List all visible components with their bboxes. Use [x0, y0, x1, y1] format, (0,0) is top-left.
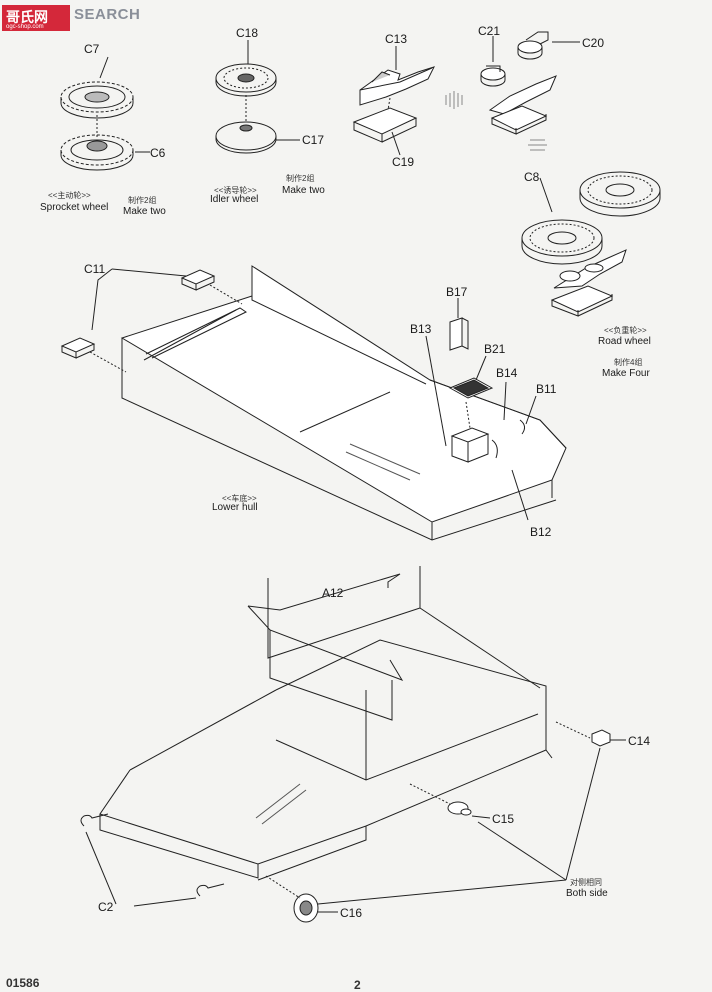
- sprocket-caption-en: Sprocket wheel: [40, 202, 109, 213]
- part-c15: [447, 801, 472, 816]
- lower-hull-bottom: [99, 566, 553, 881]
- part-label-c18: C18: [236, 26, 259, 40]
- hull-caption-cn: <<车底>>: [222, 494, 257, 503]
- part-label-b12: B12: [530, 525, 552, 539]
- part-label-b14: B14: [496, 366, 518, 380]
- idler-wheel-c17: [215, 121, 277, 154]
- part-c2-hooks: [80, 813, 225, 897]
- sprocket-wheel-c6: [60, 134, 134, 171]
- both-side-cn: 对侧相同: [570, 878, 602, 887]
- road-wheel-outer: [579, 171, 661, 217]
- road-caption-cn: <<负重轮>>: [604, 326, 647, 335]
- road-wheel-c8: [521, 219, 603, 265]
- part-c14: [591, 729, 611, 747]
- part-label-b13: B13: [410, 322, 432, 336]
- logo-word: SEARCH: [74, 6, 141, 23]
- part-c11-side: [60, 337, 96, 359]
- arm-assembly-top: [488, 75, 557, 135]
- part-label-c8: C8: [524, 170, 540, 184]
- part-label-b21: B21: [484, 342, 506, 356]
- cap-c20: [517, 31, 549, 60]
- make-two-cn-2: 制作2组: [286, 174, 315, 183]
- part-label-a12: A12: [322, 586, 344, 600]
- road-caption-en: Road wheel: [598, 336, 651, 347]
- both-side-leaders: [317, 747, 601, 905]
- bracket-c19: [352, 107, 418, 143]
- cap-c21: [480, 65, 506, 87]
- make-two-en-1: Make two: [123, 206, 166, 217]
- part-label-c21: C21: [478, 24, 501, 38]
- kit-number: 01586: [6, 976, 40, 990]
- part-label-c15: C15: [492, 812, 515, 826]
- part-label-c6: C6: [150, 146, 166, 160]
- part-label-c20: C20: [582, 36, 605, 50]
- part-c16: [293, 893, 319, 923]
- part-b21: [448, 377, 494, 399]
- make-four-cn: 制作4组: [614, 358, 643, 367]
- make-two-cn-1: 制作2组: [128, 196, 157, 205]
- part-label-b17: B17: [446, 285, 468, 299]
- part-c11-top: [180, 269, 216, 291]
- lower-hull: [120, 265, 567, 541]
- both-side-en: Both side: [566, 888, 608, 899]
- bottom-stamp-text: [255, 783, 307, 825]
- logo-box: [2, 5, 70, 31]
- hull-caption-en: Lower hull: [212, 502, 258, 513]
- part-label-c2: C2: [98, 900, 114, 914]
- page-number: 2: [354, 978, 361, 992]
- part-b12-block: [450, 427, 490, 463]
- make-four-en: Make Four: [602, 368, 650, 379]
- idler-wheel-c18: [215, 63, 277, 97]
- watermark-logo: 哥氏网 ogc-shop.com SEARCH: [0, 3, 160, 33]
- road-wheel-arm: [550, 249, 627, 317]
- part-label-c17: C17: [302, 133, 325, 147]
- part-label-c14: C14: [628, 734, 651, 748]
- part-label-b11: B11: [536, 382, 557, 396]
- hull-stamp-text: [345, 443, 421, 481]
- idler-caption-en: Idler wheel: [210, 194, 259, 205]
- arm-c13: [359, 66, 435, 106]
- sprocket-caption-cn: <<主动轮>>: [48, 191, 91, 200]
- assembly-arrow-hatch: [445, 91, 547, 151]
- part-b17: [449, 317, 469, 351]
- part-label-c16: C16: [340, 906, 363, 920]
- logo-url: ogc-shop.com: [6, 24, 44, 30]
- make-two-en-2: Make two: [282, 185, 325, 196]
- logo-cjk: 哥氏网: [6, 9, 48, 25]
- part-label-c7: C7: [84, 42, 100, 56]
- part-label-c11: C11: [84, 262, 106, 276]
- part-label-c19: C19: [392, 155, 415, 169]
- idler-caption-cn: <<诱导轮>>: [214, 186, 257, 195]
- part-label-c13: C13: [385, 32, 408, 46]
- sprocket-wheel-c7: [60, 81, 134, 119]
